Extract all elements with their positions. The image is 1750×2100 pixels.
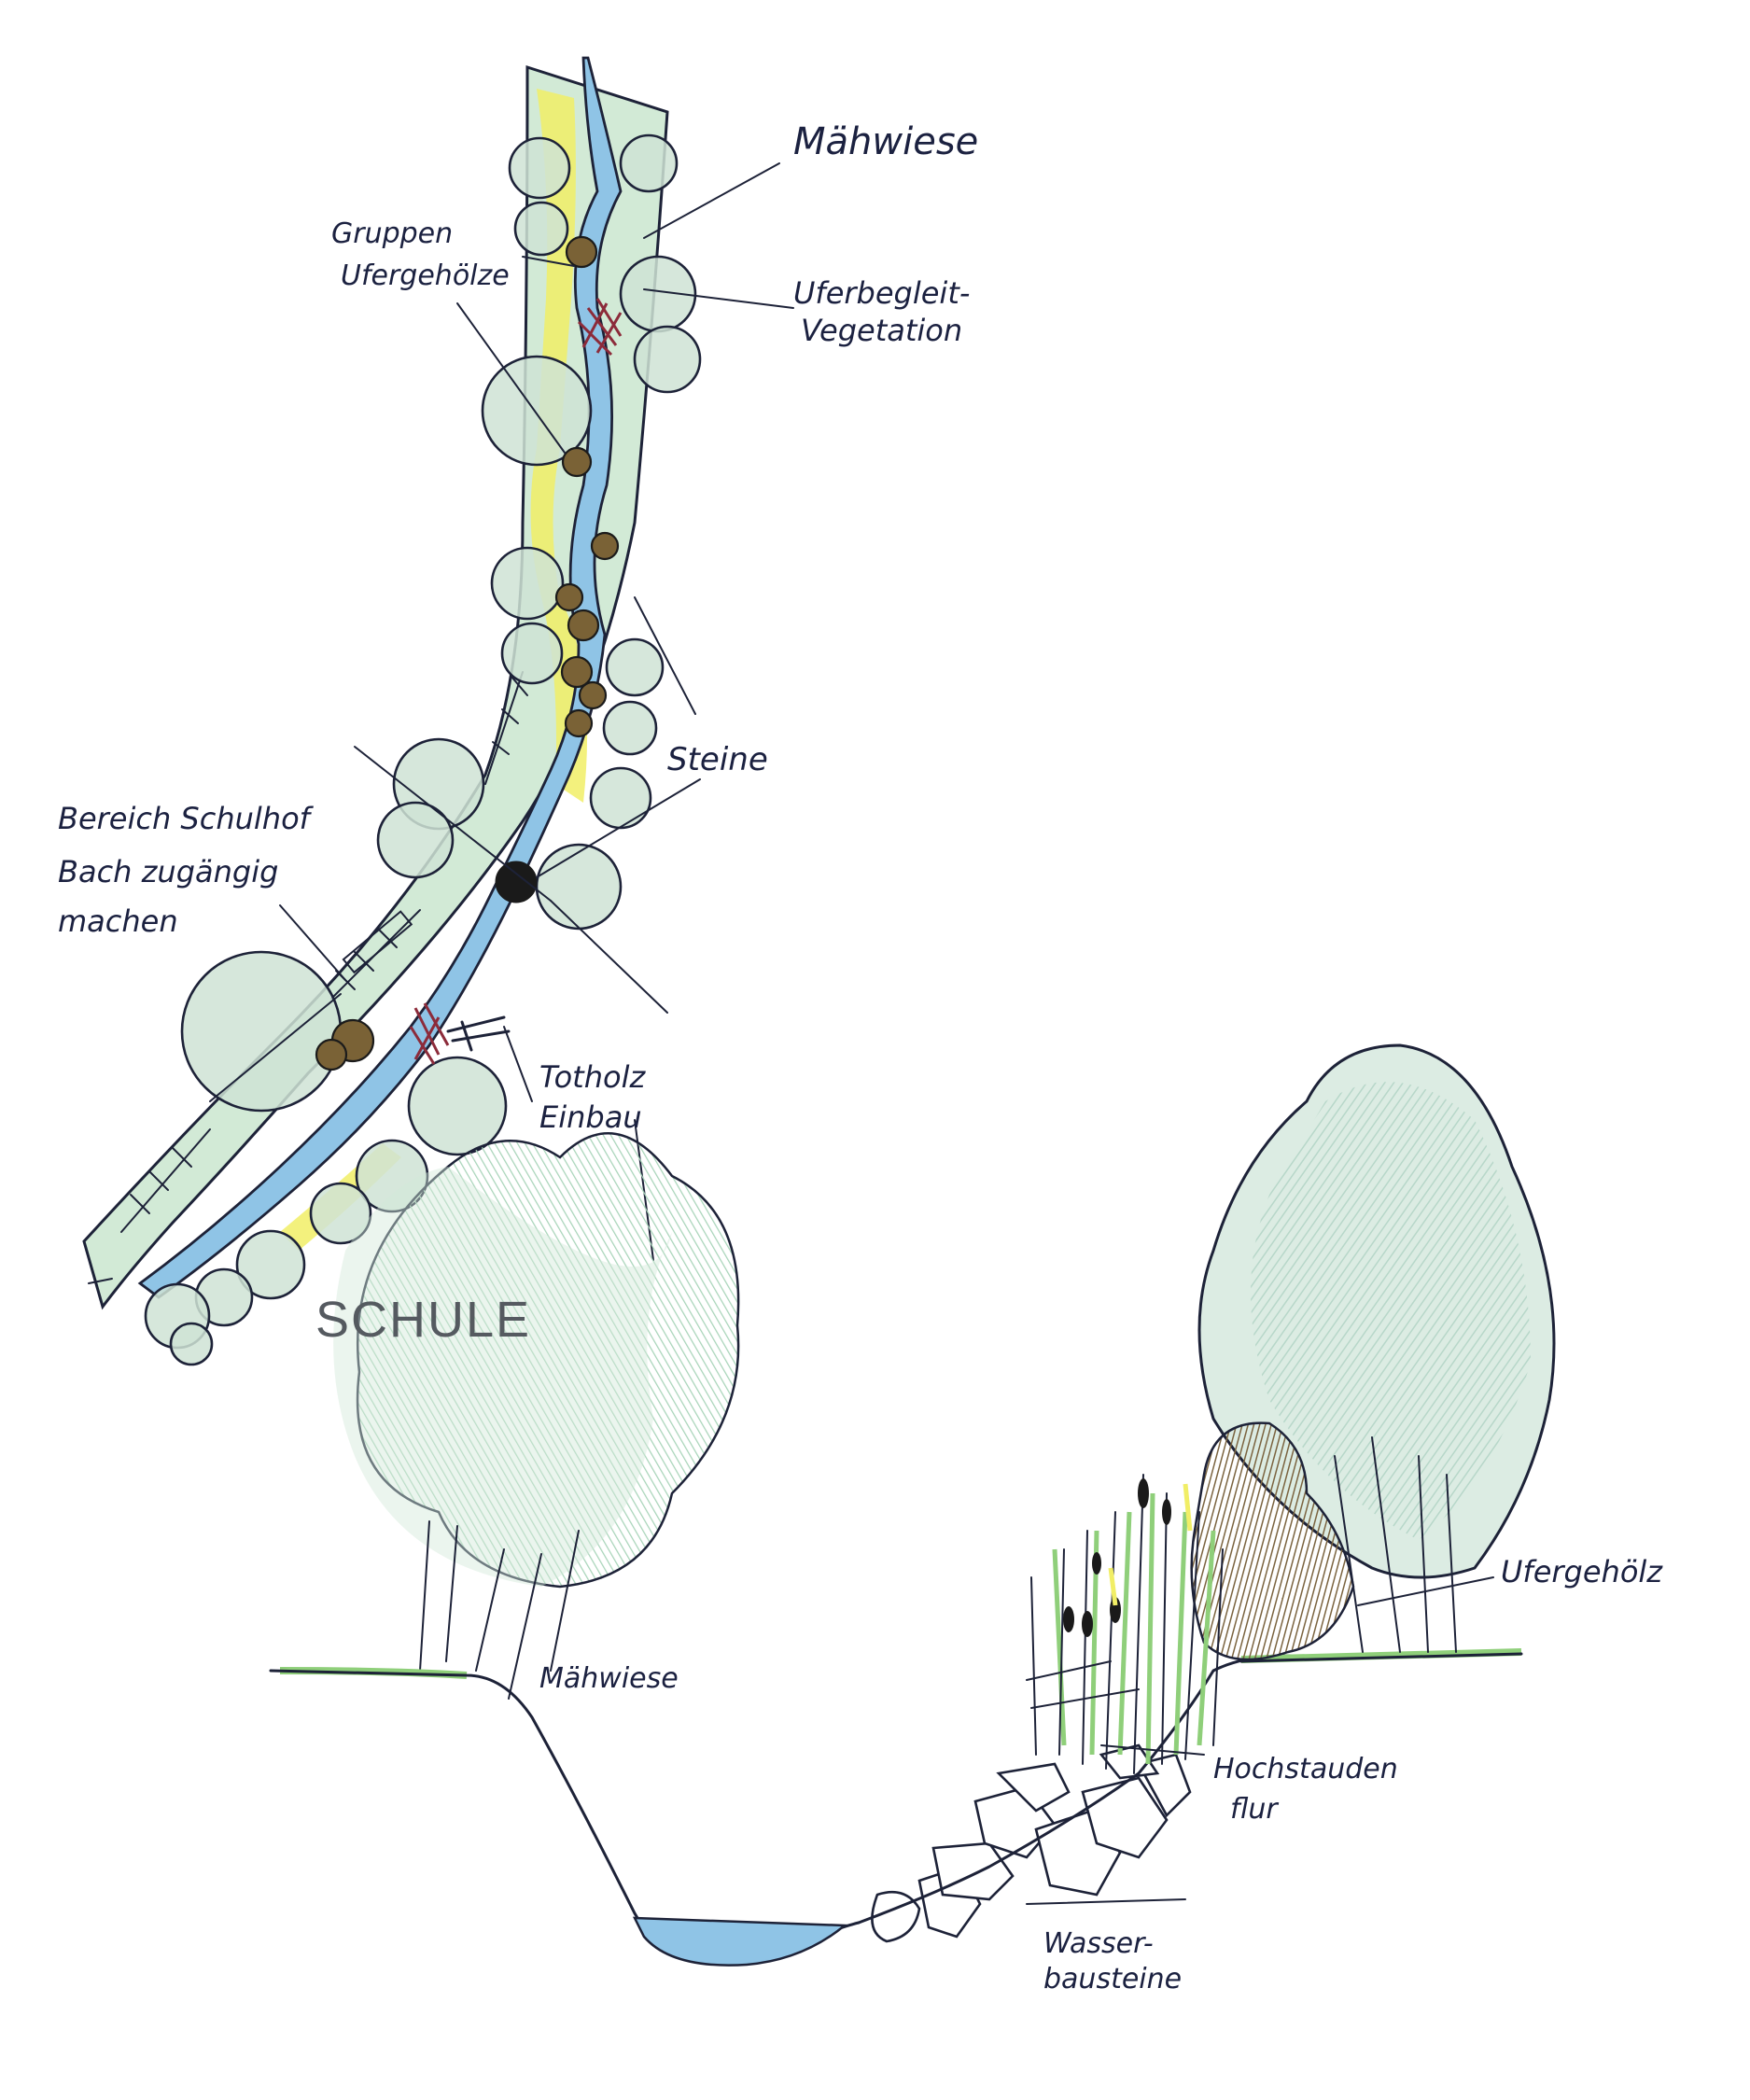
tree-crown: [235, 1229, 306, 1300]
label-uferbegleit: Uferbegleit-: [793, 275, 970, 311]
school-tree-trunks: [419, 1520, 580, 1700]
label-gruppen: Gruppen: [331, 217, 453, 250]
tree-crown: [619, 133, 679, 193]
label-maehwiese-section: Mähwiese: [539, 1662, 679, 1695]
school-tree-crown-outer: [333, 1167, 672, 1587]
tree-crown: [508, 136, 571, 200]
tree-crown: [535, 843, 623, 931]
tree-crown: [169, 1322, 214, 1366]
tree-crown: [180, 950, 343, 1113]
tree-crown: [513, 201, 569, 257]
deadwood: [446, 1015, 511, 1052]
tree-crown: [376, 801, 455, 879]
tree-crown: [602, 700, 658, 756]
section-rocks: [871, 1743, 1192, 1943]
label-einbau: Einbau: [539, 1099, 642, 1135]
plan-stones: [315, 235, 620, 1071]
tree-crown: [500, 622, 564, 685]
plan-trees: [144, 133, 702, 1366]
water-body: [632, 1916, 848, 1967]
tall-perennials: [1026, 1474, 1224, 1774]
bank-tree-hatch: [1251, 1082, 1531, 1540]
label-ufergehoelz-section: Ufergehölz: [1501, 1554, 1663, 1589]
tree-crown: [481, 355, 593, 467]
label-hochstauden: Hochstauden: [1213, 1753, 1398, 1785]
tree-crown: [309, 1182, 372, 1245]
label-machen: machen: [58, 903, 178, 939]
label-bereich-schulhof: Bereich Schulhof: [58, 801, 315, 836]
bank-vegetation: [409, 298, 623, 1065]
bank-slope-right: [857, 1654, 1309, 1925]
ground-line-right-ink: [1239, 1652, 1523, 1663]
label-totholz: Totholz: [539, 1059, 646, 1095]
label-ufergehoelze-plan: Ufergehölze: [341, 259, 510, 292]
label-vegetation: Vegetation: [801, 313, 962, 348]
boulder-black: [495, 861, 538, 903]
school-tree-crown: [356, 1132, 740, 1589]
label-bausteine: bausteine: [1043, 1963, 1182, 1995]
plan-view: [82, 56, 794, 1366]
tree-crown: [589, 766, 652, 830]
cross-section: [269, 1043, 1556, 1967]
schoolyard-steps: [120, 671, 528, 1233]
tree-crown: [633, 325, 702, 394]
section-leader-lines: [1026, 1576, 1494, 1905]
label-schule: SCHULE: [315, 1292, 531, 1348]
bank-shrub: [1190, 1421, 1355, 1661]
tree-crown: [490, 546, 565, 621]
label-steine: Steine: [667, 741, 768, 778]
tree-crown: [407, 1056, 508, 1156]
stream: [137, 56, 623, 1299]
bank-tree-trunks: [1334, 1436, 1457, 1653]
tree-crown: [355, 1139, 429, 1213]
label-flur: flur: [1230, 1793, 1279, 1826]
ground-line-right: [1240, 1648, 1522, 1663]
label-bach-zugaengig: Bach zugängig: [58, 854, 278, 889]
channel-profile: [269, 1669, 861, 1958]
label-maehwiese-top: Mähwiese: [793, 120, 978, 163]
tree-crown: [605, 637, 665, 697]
label-wasser: Wasser-: [1043, 1927, 1154, 1960]
